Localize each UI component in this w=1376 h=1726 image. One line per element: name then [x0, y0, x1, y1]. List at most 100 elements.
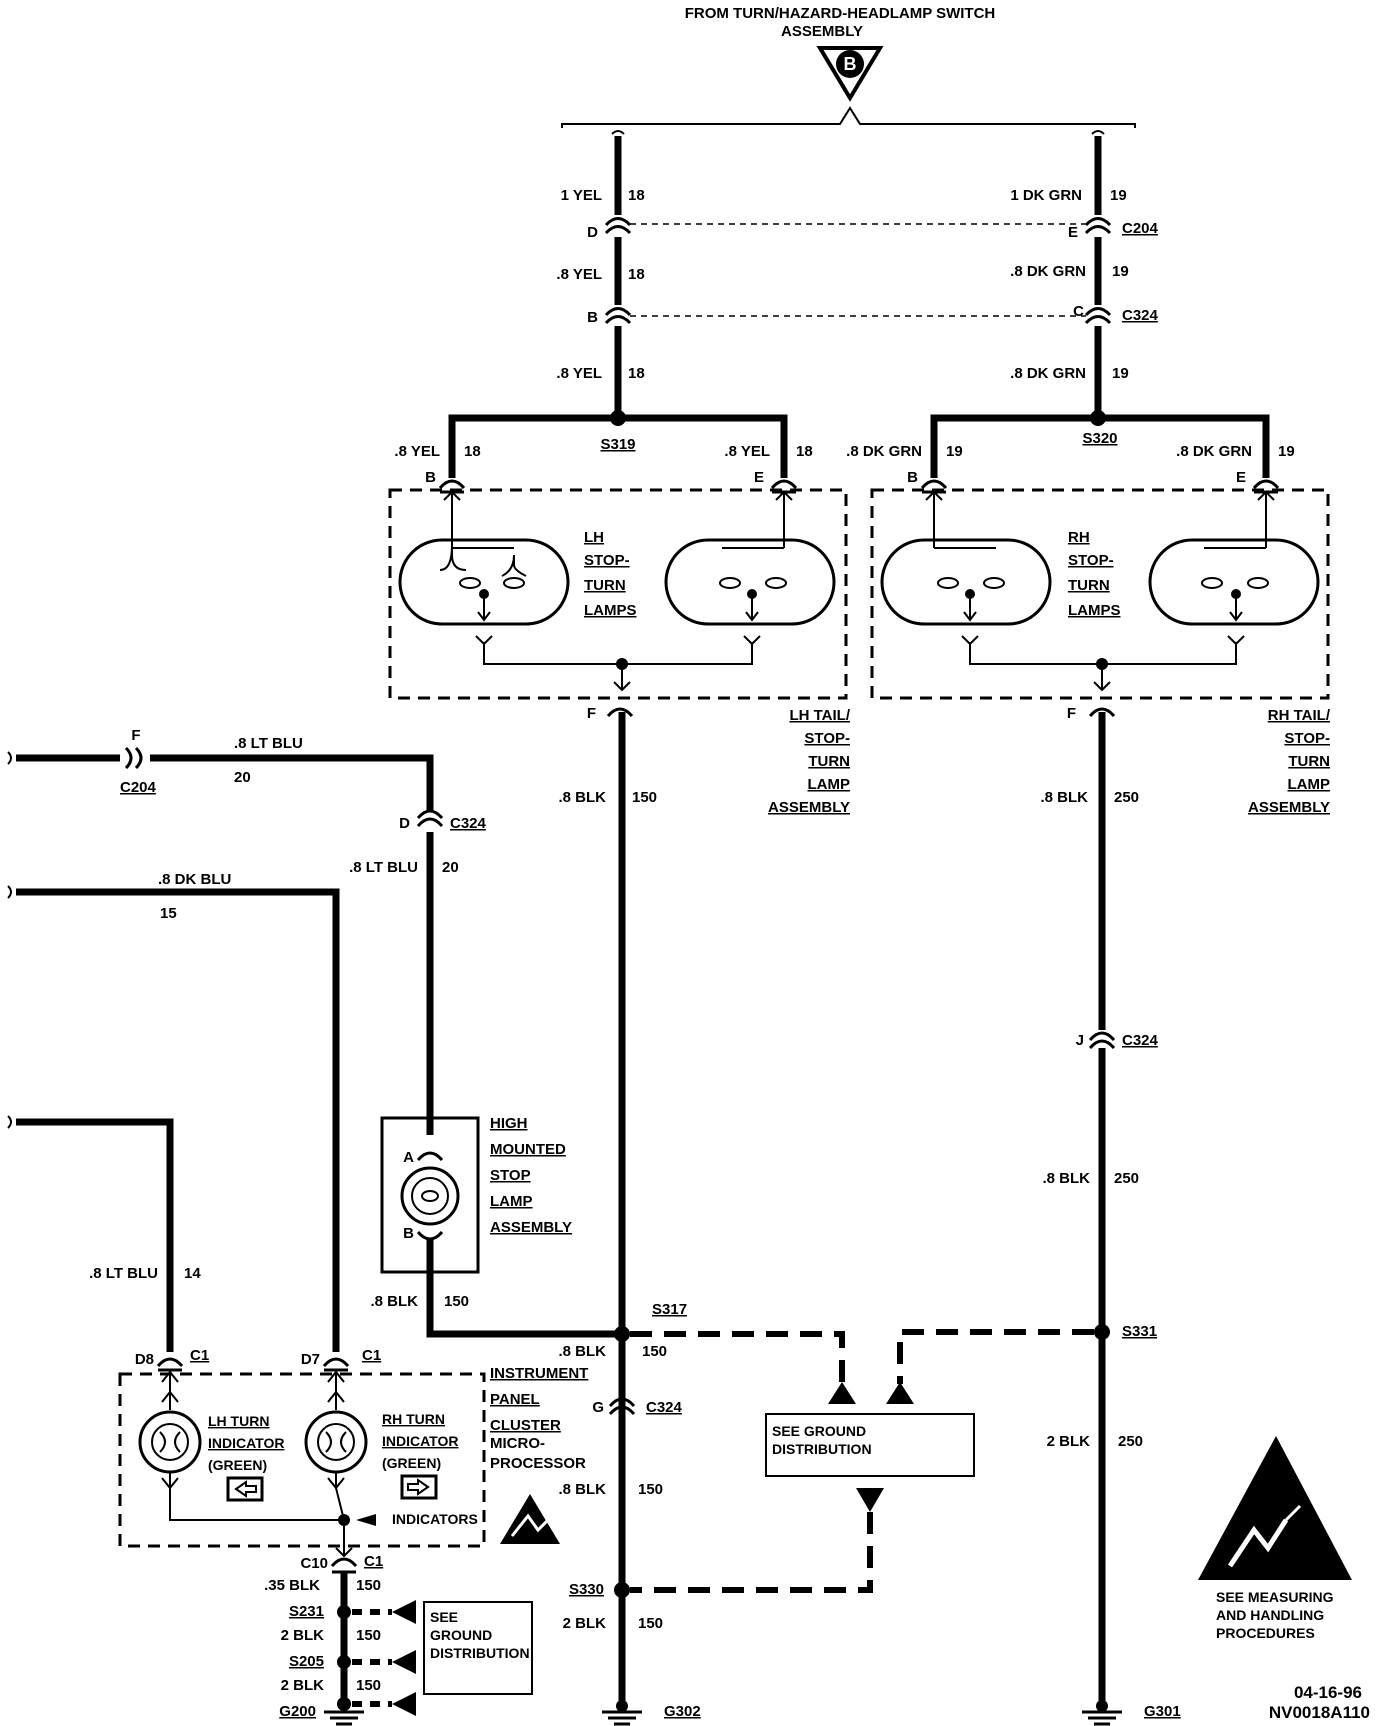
rh-turn-label: (GREEN)	[382, 1455, 441, 1471]
connector-label: C204	[1122, 220, 1159, 237]
circuit-number: 19	[1112, 263, 1129, 280]
ground-dist-left-label: SEE	[430, 1609, 458, 1625]
circuit-number: 250	[1114, 789, 1139, 806]
lh-lamps-label: TURN	[584, 577, 626, 594]
wire-label: .8 LT BLU	[234, 735, 303, 752]
high-mounted-lamp-bulb	[400, 1151, 622, 1338]
wire-label: .8 DK GRN	[846, 443, 922, 460]
lh-lamps-label: LH	[584, 529, 604, 546]
ground-node	[1096, 1700, 1108, 1712]
lh-turn-label: LH TURN	[208, 1413, 269, 1429]
esd-note: AND HANDLING	[1216, 1607, 1324, 1623]
wire-label: 2 BLK	[281, 1677, 325, 1694]
circuit-number: 18	[796, 443, 813, 460]
rh-lamps-label: TURN	[1068, 577, 1110, 594]
lh-turn-indicator-bulb	[138, 1370, 344, 1521]
circuit-number: 150	[642, 1343, 667, 1360]
wire-label: 2 BLK	[281, 1627, 325, 1644]
circuit-number: 20	[442, 859, 459, 876]
splice-s331	[1094, 1324, 1110, 1340]
splice-s317	[614, 1326, 630, 1342]
connector-label: C204	[120, 779, 157, 796]
circuit-number: 150	[356, 1577, 381, 1594]
circuit-number: 19	[1112, 365, 1129, 382]
rh-lamps-label: RH	[1068, 529, 1090, 546]
circuit-number: 150	[356, 1627, 381, 1644]
connector-label: C1	[364, 1553, 383, 1570]
pin-label: B	[425, 469, 436, 486]
splice-label: S205	[289, 1653, 324, 1670]
lh-assembly-label: TURN	[808, 753, 850, 770]
pin-label: F	[131, 727, 140, 744]
rh-lamp-assembly-box	[870, 488, 1330, 700]
rh-lamps-label: LAMPS	[1068, 602, 1121, 619]
rh-assembly-label: RH TAIL/	[1268, 707, 1331, 724]
lh-assembly-label: ASSEMBLY	[768, 799, 850, 816]
pin-label: F	[1067, 705, 1076, 722]
g-connector	[608, 1397, 636, 1416]
lamp-node	[479, 589, 489, 599]
rh-assembly-label: TURN	[1288, 753, 1330, 770]
pin-label: G	[592, 1399, 604, 1416]
pin-label: D	[399, 815, 410, 832]
splice-s320	[1090, 410, 1106, 426]
rh-assembly-label: LAMP	[1288, 776, 1331, 793]
connector-label: C324	[1122, 1032, 1159, 1049]
ipc-label: CLUSTER	[490, 1417, 561, 1434]
ipc-connectors	[156, 1357, 350, 1372]
ipc-label: MICRO-	[490, 1435, 545, 1452]
ground-distribution-box	[765, 1413, 975, 1477]
ground-dist-left-label: GROUND	[430, 1627, 492, 1643]
rh-lamp-ground-arrow	[1093, 664, 1111, 692]
wire-label: .8 BLK	[1042, 1170, 1090, 1187]
ipc-ground-arrow	[335, 1520, 353, 1558]
pin-label: A	[403, 1149, 414, 1166]
lh-lamp-assembly-box	[388, 488, 848, 700]
rh-turn-label: RH TURN	[382, 1411, 445, 1427]
source-bracket	[561, 106, 1136, 128]
right-green-feed	[1084, 130, 1112, 418]
circuit-number: 19	[946, 443, 963, 460]
ground-arrow-left	[392, 1600, 416, 1624]
wire-label: .8 DK GRN	[1176, 443, 1252, 460]
high-mounted-label: ASSEMBLY	[490, 1219, 572, 1236]
ground-g302	[602, 1710, 642, 1726]
lamp-node	[1231, 589, 1241, 599]
ground-dist-label: DISTRIBUTION	[772, 1441, 872, 1457]
pin-label: D	[587, 224, 598, 241]
ipc-label: INSTRUMENT	[490, 1365, 588, 1382]
wire-label: .8 YEL	[724, 443, 770, 460]
circuit-number: 150	[356, 1677, 381, 1694]
splice-s231	[337, 1605, 351, 1619]
circuit-number: 18	[464, 443, 481, 460]
splice-label: S320	[1082, 430, 1117, 447]
ground-distribution-box-left	[423, 1601, 533, 1695]
high-mounted-label: MOUNTED	[490, 1141, 566, 1158]
esd-warning-small-icon	[500, 1494, 560, 1544]
pin-label: E	[1068, 224, 1078, 241]
splice-s319	[610, 410, 626, 426]
lh-lamp-bulb-2	[664, 490, 836, 626]
high-mounted-label: LAMP	[490, 1193, 533, 1210]
circuit-number: 19	[1110, 187, 1127, 204]
esd-note: PROCEDURES	[1216, 1625, 1315, 1641]
pin-label: D8	[135, 1351, 154, 1368]
lh-lamp-bulb-1	[398, 490, 570, 626]
lh-turn-label: INDICATOR	[208, 1435, 284, 1451]
lh-lamp-ground-arrow	[613, 664, 631, 692]
circuit-number: 250	[1118, 1433, 1143, 1450]
pin-label: E	[1236, 469, 1246, 486]
ground-node	[616, 1700, 628, 1712]
wire-label: .8 BLK	[558, 1481, 606, 1498]
lamp-node	[965, 589, 975, 599]
lh-assembly-label: STOP-	[804, 730, 850, 747]
circuit-number: 19	[1278, 443, 1295, 460]
ground-label: G302	[664, 1703, 701, 1720]
rh-assembly-label: ASSEMBLY	[1248, 799, 1330, 816]
wire-label: .8 DK BLU	[158, 871, 231, 888]
lh-assembly-label: LAMP	[808, 776, 851, 793]
wire-label: 1 YEL	[561, 187, 602, 204]
high-mounted-label: STOP	[490, 1167, 531, 1184]
ipc-label: PANEL	[490, 1391, 540, 1408]
pin-label: B	[403, 1225, 414, 1242]
